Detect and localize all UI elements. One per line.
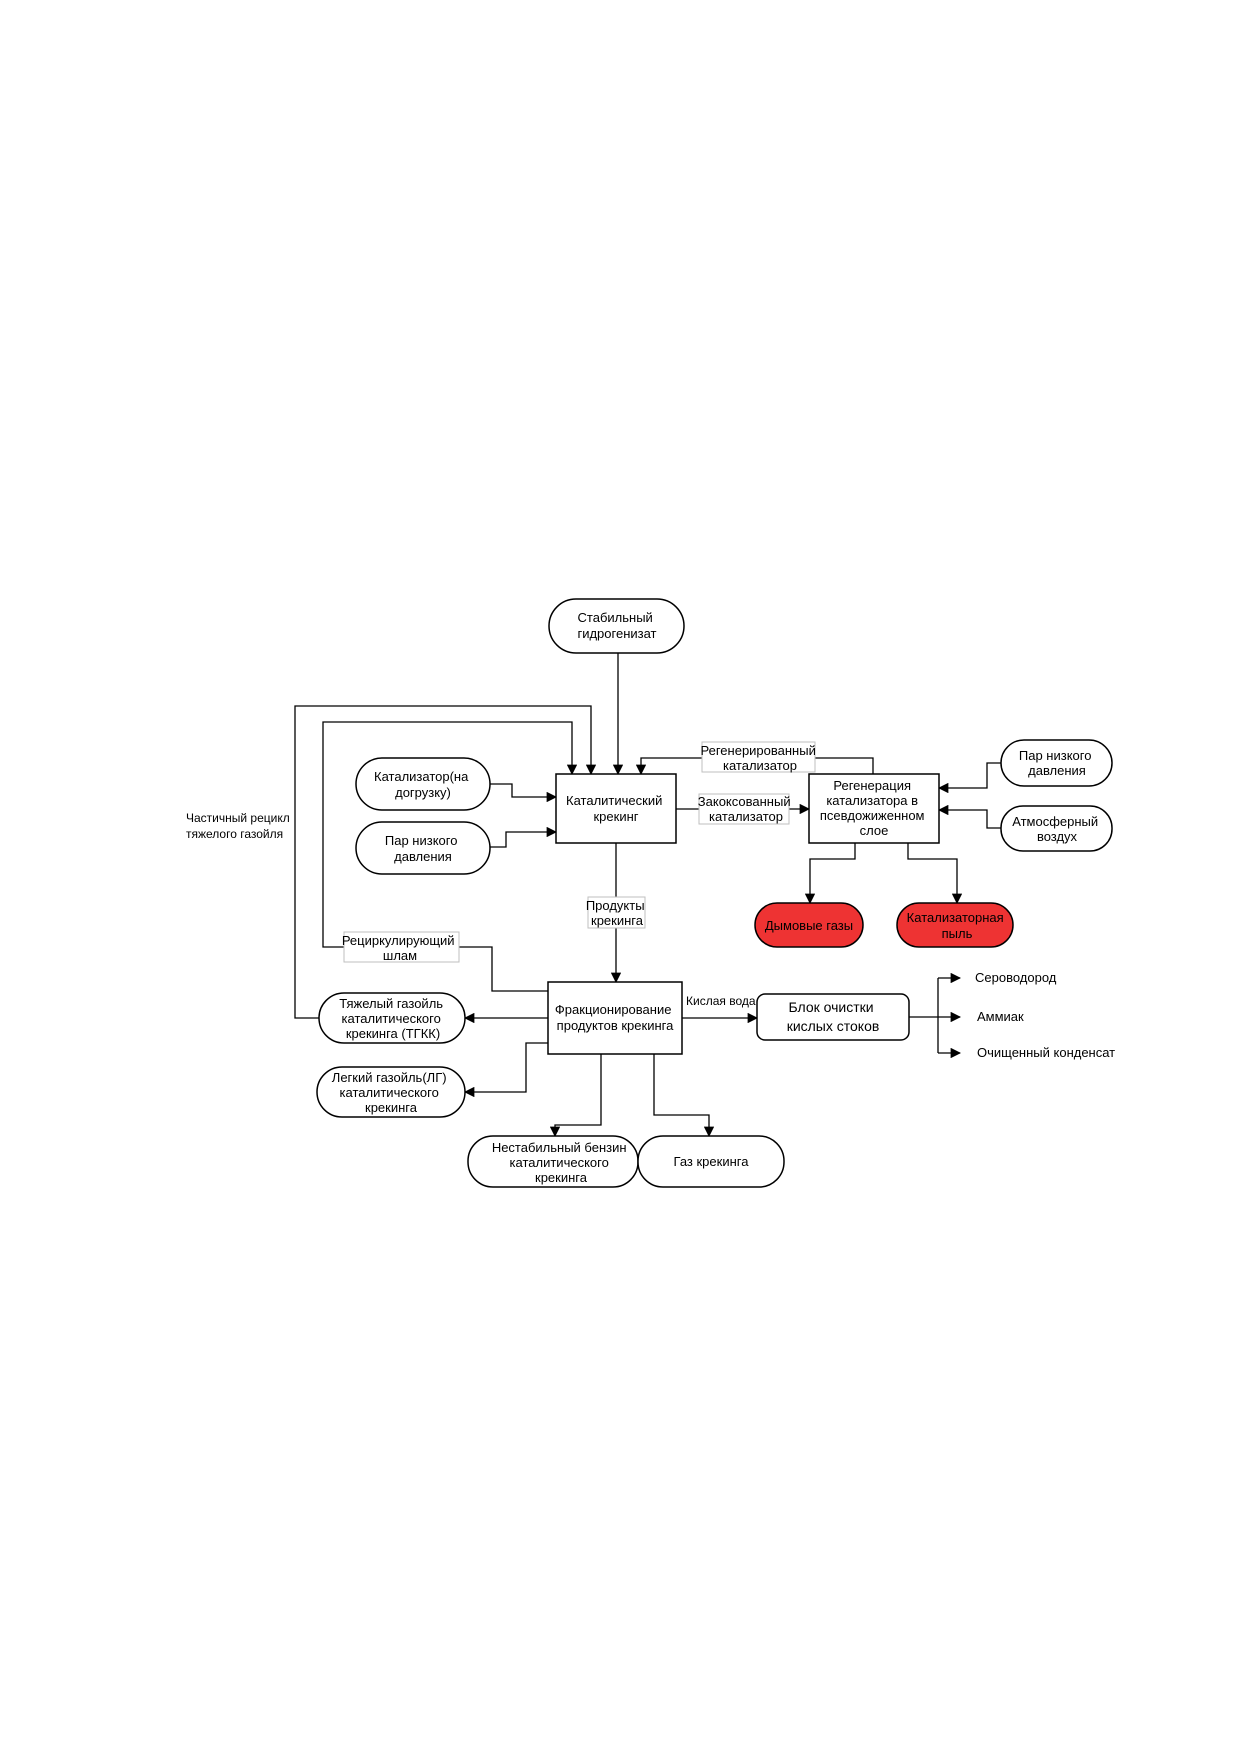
label-box-regenerated-catalyst bbox=[701, 741, 816, 773]
edge-air-to-regeneration bbox=[937, 804, 1001, 829]
label-regenerated-catalyst: Регенерированный катализатор bbox=[701, 743, 820, 773]
label-sour-water: Кислая вода bbox=[686, 994, 756, 1008]
node-light-gasoil bbox=[316, 1066, 466, 1118]
node-catalyst-dust bbox=[896, 902, 1014, 948]
edge-lp-steam-to-regeneration bbox=[937, 762, 1001, 794]
node-heavy-gasoil bbox=[318, 992, 466, 1044]
edge-to-catalyst-dust bbox=[907, 843, 963, 905]
text-unstable-gasoline: Нестабильный бензин каталитического крек… bbox=[492, 1140, 630, 1185]
output-h2s: Сероводород bbox=[975, 970, 1057, 985]
node-flue-gases bbox=[754, 902, 864, 948]
output-ammonia: Аммиак bbox=[977, 1009, 1024, 1024]
text-fractionation: Фракционирование продуктов крекинга bbox=[555, 1002, 675, 1033]
label-box-cracking-products bbox=[587, 896, 646, 929]
node-stable-hydrogenate bbox=[548, 598, 685, 654]
edge-sour-unit-outputs bbox=[909, 978, 939, 1053]
edge-lp-steam-to-cracking bbox=[490, 826, 558, 848]
text-flue-gases: Дымовые газы bbox=[765, 918, 853, 933]
label-partial-recycle: Частичный рецикл тяжелого газойля bbox=[186, 811, 293, 841]
node-fractionation bbox=[547, 981, 683, 1055]
edge-labels: Регенерированный катализатор Закоксованн… bbox=[186, 741, 820, 1008]
text-stable-hydrogenate: Стабильный гидрогенизат bbox=[577, 610, 656, 641]
text-atm-air: Атмосферный воздух bbox=[1012, 814, 1102, 844]
text-lp-steam-left: Пар низкого давления bbox=[385, 833, 461, 864]
node-sour-water-unit bbox=[756, 993, 910, 1041]
edge-to-cracking-gas bbox=[653, 1054, 715, 1138]
label-coked-catalyst: Закоксованный катализатор bbox=[698, 794, 794, 824]
node-catalyst-topup bbox=[355, 757, 491, 811]
nodes: Стабильный гидрогенизат Катализатор(на д… bbox=[316, 598, 1113, 1188]
edge-to-unstable-gasoline bbox=[549, 1054, 602, 1138]
text-lp-steam-right: Пар низкого давления bbox=[1019, 748, 1095, 778]
node-lp-steam-left bbox=[355, 821, 491, 875]
edge-partial-recycle-heavy-gasoil bbox=[294, 705, 597, 1019]
text-cat-cracking: Каталитический крекинг bbox=[566, 793, 666, 824]
edge-catalyst-topup-to-cracking bbox=[490, 783, 558, 803]
text-light-gasoil: Легкий газойль(ЛГ) каталитического креки… bbox=[332, 1070, 450, 1115]
text-catalyst-topup: Катализатор(на догрузку) bbox=[374, 769, 472, 800]
node-lp-steam-right bbox=[1000, 739, 1113, 787]
edge-to-light-gasoil bbox=[463, 1042, 548, 1098]
label-cracking-products: Продукты крекинга bbox=[586, 898, 648, 928]
node-cat-cracking bbox=[555, 773, 677, 844]
text-heavy-gasoil: Тяжелый газойль каталитического крекинга… bbox=[339, 996, 446, 1041]
edges bbox=[294, 653, 1001, 1138]
node-cracking-gas bbox=[637, 1135, 785, 1188]
label-box-recirc-sludge bbox=[343, 931, 460, 963]
text-cracking-gas: Газ крекинга bbox=[674, 1154, 750, 1169]
output-condensate: Очищенный конденсат bbox=[977, 1045, 1115, 1060]
label-box-coked-catalyst bbox=[698, 793, 790, 825]
node-atm-air bbox=[1000, 805, 1113, 852]
text-sour-water-unit: Блок очистки кислых стоков bbox=[787, 999, 880, 1034]
text-catalyst-dust: Катализаторная пыль bbox=[907, 910, 1008, 941]
label-recirc-sludge: Рециркулирующий шлам bbox=[342, 933, 458, 963]
text-regeneration: Регенерация катализатора в псевдожиженно… bbox=[820, 778, 928, 838]
sour-unit-outputs: Сероводород Аммиак Очищенный конденсат bbox=[975, 970, 1115, 1060]
edge-to-flue-gases bbox=[804, 843, 856, 905]
node-regeneration bbox=[808, 773, 940, 844]
